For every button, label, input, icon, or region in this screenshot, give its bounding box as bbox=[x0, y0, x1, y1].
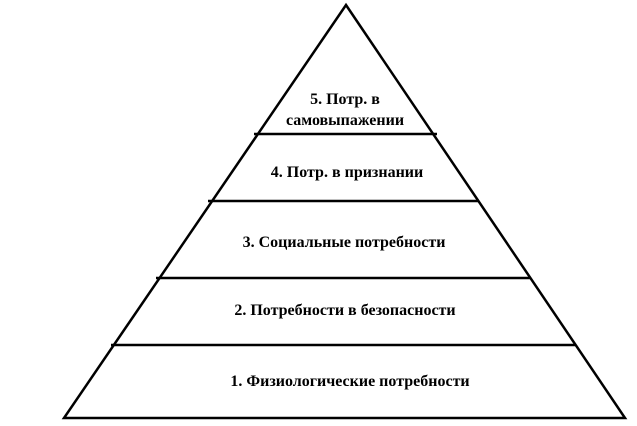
level-5-label-line-2: самовыпажении bbox=[286, 112, 404, 129]
level-4-label: 4. Потр. в признании bbox=[271, 164, 423, 181]
pyramid-outline bbox=[61, 2, 628, 420]
level-1-label: 1. Физиологические потребности bbox=[230, 373, 469, 390]
level-5-label-line-1: 5. Потр. в bbox=[310, 91, 380, 108]
level-3-label: 3. Социальные потребности bbox=[243, 234, 446, 251]
level-2-label: 2. Потребности в безопасности bbox=[234, 302, 455, 319]
